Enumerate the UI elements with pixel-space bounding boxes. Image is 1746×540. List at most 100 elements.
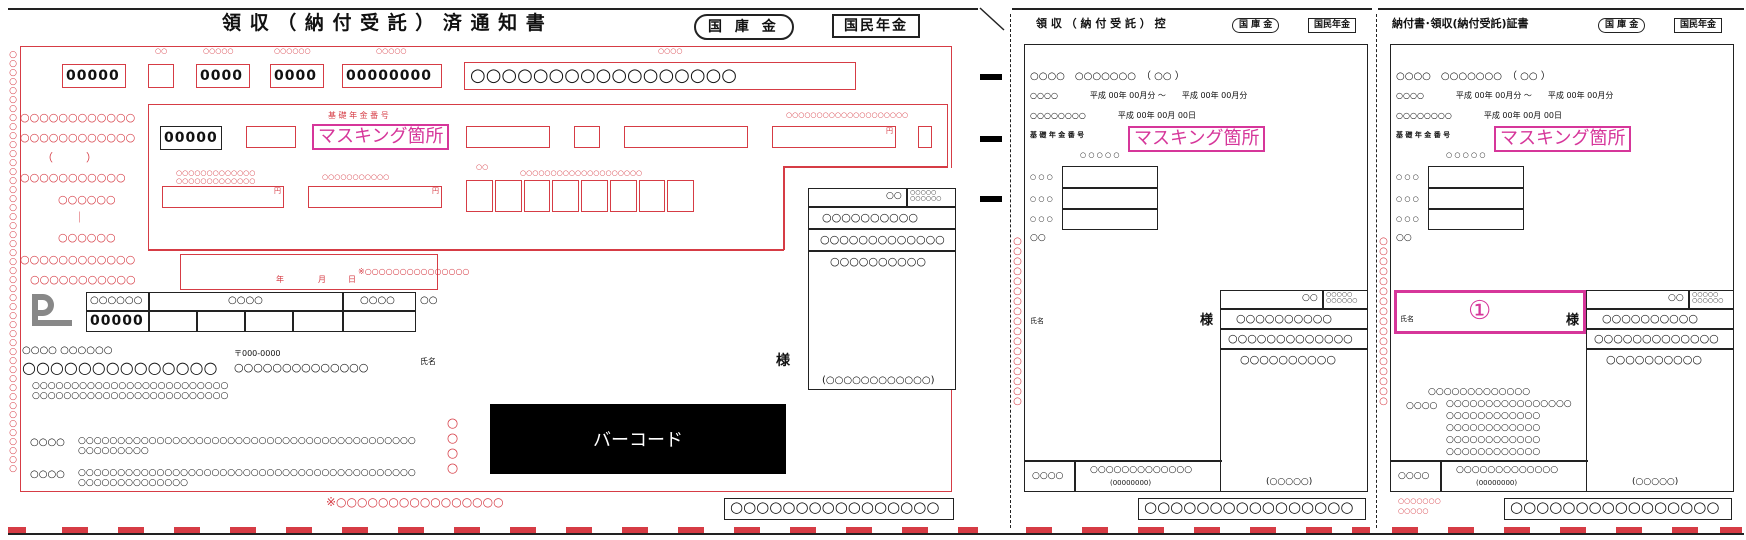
bottom-note-dots: ※○○○○○○○○○○○○○○○○ [326,495,504,509]
stub2-vertical-red: ○○○○○○○○○○○○○○○○○ [1378,236,1389,406]
code-box-2-text: 0000 [200,68,243,84]
stub2-bottom-code-box [1504,498,1732,520]
number-box-text: 00000 [164,130,218,146]
stub2-panel-line [1586,308,1734,310]
stub1-sama: 様 [1200,313,1214,328]
stub1-panel-text: ○○○○○○○○○○○○○ [1228,332,1353,345]
stub1-line: ○○○○ ○○○○○○○ （ ○○ ） [1030,71,1185,82]
stub1-title: 領 収 （ 納 付 受 託 ） 控 [1036,17,1166,30]
perforation-line-2 [1376,14,1377,528]
grid-text-bold: 00000 [90,313,144,329]
block-step-vertical [783,166,785,250]
panel-line [808,206,956,208]
code-box-4-text: 00000000 [346,68,432,84]
stub1-panel-divider [1322,290,1324,308]
kokko-tag: 国 庫 金 [694,14,794,40]
code-box-5 [464,62,856,90]
yen-mark: 円 [432,187,439,195]
stub2-footer-red-dots: ○○○○○○○ [1398,497,1441,505]
name-label: 氏名 [420,357,436,366]
bottom-frame-line [8,533,1744,535]
code-box-1 [62,64,126,88]
stub2-panel-line [1586,348,1734,350]
main-title: 領 収 （ 納 付 受 託 ） 済 通 知 書 [222,12,546,34]
blank-box [918,126,932,148]
note-label: ○○○○ [30,469,65,480]
stub1-bottom-code-text: ○○○○○○○○○○○○○○○○ [1144,498,1354,516]
stub2-center-line: ○○○○○○○○○○○○ [1446,447,1541,457]
cut-mark [980,136,1002,142]
stub1-masked-field: マスキング箇所 [1128,126,1266,152]
stub1-panel-text: ○○○○○○○○○○ [1236,312,1332,325]
stub2-center-line: ○○○○○○○○○○○○○ [1428,387,1531,397]
number-box [160,126,222,150]
code-box-3 [270,64,324,88]
address-line: ○○○○ ○○○○○○ [22,345,113,356]
stub2-amount-line [1428,187,1524,189]
panel-text: (○○○○○○○○○○○○) [822,375,935,386]
caption: ○○○○○○○○○○○ [322,173,390,181]
panel-line [808,250,956,252]
left-label: ○○○○○○ [58,193,116,206]
code-box-5-text: ○○○○○○○○○○○○○○○○○ [470,65,738,86]
caption: ○○○○○○○○○○○○○○○○○○○○ [786,111,909,119]
code-box-1-text: 00000 [66,68,120,84]
stub2-right-panel [1586,290,1734,492]
stub2-center-line: ○○○○○○○○○○○○○○○○ [1446,399,1572,409]
blank-box [246,126,296,148]
panel-text: ○○○○○○○○○○ [822,211,918,224]
bottom-code-text: ○○○○○○○○○○○○○○○○ [730,498,940,516]
note-text: ○○○○○○○○○○○○○○○○○○○○○○○○○○○○○○○○○○○○○○○○… [78,468,416,489]
stub1-amount-box [1062,166,1158,230]
barcode-block: バーコード [490,404,786,474]
stub2-footer-left: ○○○○ [1398,471,1430,481]
stub2-panel-text: ○○○○○○○○○○ [1606,353,1702,366]
left-label: ○○○○○○○○○○○○ [20,253,136,266]
blank-box [148,64,174,88]
stub2-row-label: ○○ [1396,233,1412,243]
grid-vline [148,292,150,332]
grid-vline [292,311,294,332]
blank-box [624,126,748,148]
stub1-top-line [1012,8,1372,10]
stub2-footer-mid: ○○○○○○○○○○○○○ [1456,465,1559,475]
date-day: 日 [348,275,356,284]
stub2-kokko-tag: 国 庫 金 [1598,18,1646,33]
stub2-row-label: ○ ○ ○ [1396,215,1419,223]
stub2-top-line [1378,8,1744,10]
stub2-basic-label: 基 礎 年 金 番 号 [1396,131,1451,139]
stub2-row-label: ○ ○ ○ [1396,195,1419,203]
left-label: ○○○○○○ [58,231,116,244]
grid-hline [86,310,416,312]
code-box-2 [196,64,250,88]
caption: ○○ [155,47,168,55]
stub1-footer-right: (○○○○○) [1266,477,1313,487]
stub1-line: ○○○○ 平成 00年 00月分 ～ 平成 00年 00月分 [1030,91,1248,100]
stub1-panel-line [1220,308,1368,310]
stub2-dots: ○ ○ ○ ○ ○ [1446,151,1486,159]
stub1-panel-text: ○○ [1302,293,1318,303]
stub2-line: ○○○○○○○○ 平成 00年 00月 00日 [1396,111,1563,120]
logo-mark [32,294,72,326]
grid-text: ○○ [420,295,438,306]
blank-box [466,126,550,148]
code-box-3-text: 0000 [274,68,317,84]
stub2-panel-text-small: ○○○○○○○○○○○ [1692,291,1724,304]
panel-text-small: ○○○○○○○○○○○ [910,189,942,202]
stub1-vertical-red: ○○○○○○○○○○○○○○○○○ [1012,236,1023,406]
grid-text: ○○○○ [228,295,263,306]
highlighted-name-box [1394,290,1586,334]
stub1-bottom-code-box [1138,498,1366,520]
panel-text: ○○○○○○○○○○○○○ [820,233,945,246]
digit-cells [466,180,694,212]
bottom-code-box [724,498,954,520]
grid-vline [244,311,246,332]
stub2-panel-text: ○○○○○○○○○○ [1602,312,1698,325]
caption: ○○○○ [658,47,683,55]
grid-vline [342,292,344,332]
panel-text: ○○ [886,191,902,201]
stub2-title: 納付書･領収(納付受託)証書 [1392,17,1529,30]
stub1-panel-line [1220,348,1368,350]
grid-vline [196,311,198,332]
yen-mark: 円 [886,127,893,135]
